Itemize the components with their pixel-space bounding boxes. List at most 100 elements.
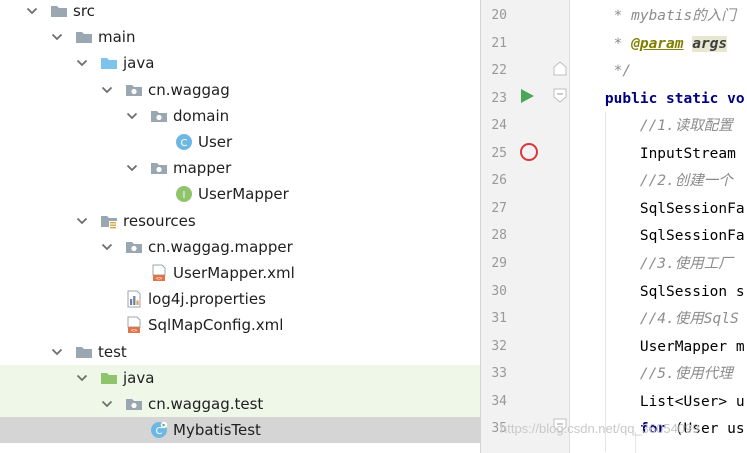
code-token: UserMapper m: [570, 338, 745, 355]
tree-item-resources[interactable]: resources: [0, 208, 480, 234]
line-number: 33: [491, 366, 507, 382]
tree-item-domain[interactable]: domain: [0, 103, 480, 129]
chevron-down-icon[interactable]: [125, 160, 139, 174]
tree-item-label: main: [98, 28, 136, 47]
fold-icon[interactable]: [552, 60, 568, 80]
chevron-down-icon[interactable]: [50, 344, 64, 358]
code-line[interactable]: */: [570, 61, 631, 81]
tree-item-label: resources: [123, 211, 196, 230]
tree-item-sqlmapconfig-xml[interactable]: <> SqlMapConfig.xml: [0, 312, 480, 338]
fold-icon[interactable]: [552, 88, 568, 108]
chevron-down-icon[interactable]: [75, 370, 89, 384]
line-number: 35: [491, 421, 507, 437]
chevron-down-icon[interactable]: [50, 29, 64, 43]
watermark: https://blog.csdn.net/qq_36054099: [500, 421, 700, 436]
line-number: 31: [491, 311, 507, 327]
code-line[interactable]: //3.使用工厂: [570, 254, 733, 274]
code-token: @param: [631, 35, 684, 52]
tree-item-label: java: [123, 54, 155, 73]
code-line[interactable]: List<User> u: [570, 392, 745, 412]
code-token: (User us: [666, 421, 745, 438]
gutter-separator: [569, 0, 570, 453]
line-number: 29: [491, 255, 507, 271]
tree-item-label: cn.waggag.test: [148, 395, 264, 413]
code-token: [684, 36, 693, 52]
code-token: *: [570, 35, 632, 52]
chevron-down-icon[interactable]: [125, 108, 139, 122]
tree-item-java[interactable]: java: [0, 50, 480, 76]
svg-text:C: C: [156, 426, 163, 437]
interface-icon: I: [175, 185, 193, 203]
tree-item-main[interactable]: main: [0, 24, 480, 50]
tree-item-log4j-properties[interactable]: log4j.properties: [0, 286, 480, 312]
tree-item-label: mapper: [173, 159, 232, 178]
code-line[interactable]: //2.创建一个: [570, 171, 733, 191]
line-number: 24: [491, 118, 507, 134]
svg-text:<>: <>: [131, 328, 138, 334]
folder-icon: [50, 2, 68, 20]
chevron-down-icon[interactable]: [100, 239, 114, 253]
resources-folder-icon: [100, 212, 118, 230]
tree-item-src[interactable]: src: [0, 0, 480, 24]
code-line[interactable]: for (User us: [570, 419, 745, 439]
panel-divider[interactable]: [480, 0, 481, 453]
code-line[interactable]: * @param args: [570, 34, 728, 54]
tree-item-label: src: [73, 2, 95, 20]
run-icon[interactable]: [519, 88, 535, 108]
chevron-down-icon[interactable]: [75, 55, 89, 69]
code-line[interactable]: * mybatis的入门: [570, 6, 736, 26]
tree-item-label: SqlMapConfig.xml: [148, 316, 284, 335]
code-token: //2.创建一个: [570, 173, 733, 190]
breakpoint-icon[interactable]: [519, 142, 539, 166]
svg-text:I: I: [183, 190, 186, 201]
chevron-down-icon[interactable]: [25, 3, 39, 17]
code-line[interactable]: //4.使用SqlS: [570, 309, 739, 329]
tree-item-label: domain: [173, 106, 230, 125]
tree-item-test[interactable]: test: [0, 339, 480, 365]
code-token: for: [639, 421, 667, 438]
code-token: SqlSessionFa: [570, 200, 745, 217]
fold-icon[interactable]: [552, 418, 568, 438]
tree-item-java[interactable]: java: [0, 364, 480, 391]
line-number: 20: [491, 8, 507, 23]
code-line[interactable]: //1.读取配置: [570, 116, 733, 136]
code-line[interactable]: public static vo: [570, 89, 745, 109]
svg-text:C: C: [181, 138, 188, 149]
tree-item-usermapper-xml[interactable]: <> UserMapper.xml: [0, 260, 480, 286]
code-line[interactable]: SqlSession s: [570, 282, 745, 302]
xml-file-icon: <>: [125, 316, 143, 334]
line-number: 21: [491, 35, 507, 51]
tree-item-label: UserMapper.xml: [173, 264, 295, 282]
line-number: 28: [491, 228, 507, 244]
line-number: 26: [491, 173, 507, 189]
package-icon: [150, 159, 168, 177]
tree-item-cn-waggag[interactable]: cn.waggag: [0, 77, 480, 103]
tree-item-cn-waggag-test[interactable]: cn.waggag.test: [0, 391, 480, 417]
line-number: 27: [491, 200, 507, 216]
code-line[interactable]: SqlSessionFa: [570, 226, 745, 246]
chevron-down-icon[interactable]: [100, 82, 114, 96]
code-token: //4.使用SqlS: [570, 311, 739, 328]
svg-text:<>: <>: [156, 276, 163, 282]
tree-item-user[interactable]: C User: [0, 129, 480, 155]
tree-item-cn-waggag-mapper[interactable]: cn.waggag.mapper: [0, 234, 480, 260]
line-number: 30: [491, 283, 507, 299]
code-token: SqlSession s: [570, 283, 745, 300]
code-line[interactable]: SqlSessionFa: [570, 199, 745, 219]
code-token: List<User> u: [570, 393, 745, 410]
code-line[interactable]: //5.使用代理: [570, 364, 733, 384]
tree-item-mapper[interactable]: mapper: [0, 155, 480, 181]
code-line[interactable]: InputStream: [570, 144, 745, 164]
chevron-down-icon[interactable]: [75, 213, 89, 227]
code-line[interactable]: UserMapper m: [570, 337, 745, 357]
chevron-down-icon[interactable]: [100, 396, 114, 410]
code-token: args: [692, 35, 728, 52]
tree-item-label: User: [198, 133, 233, 151]
code-token: //3.使用工厂: [570, 255, 733, 272]
code-token: SqlSessionFa: [570, 228, 745, 245]
